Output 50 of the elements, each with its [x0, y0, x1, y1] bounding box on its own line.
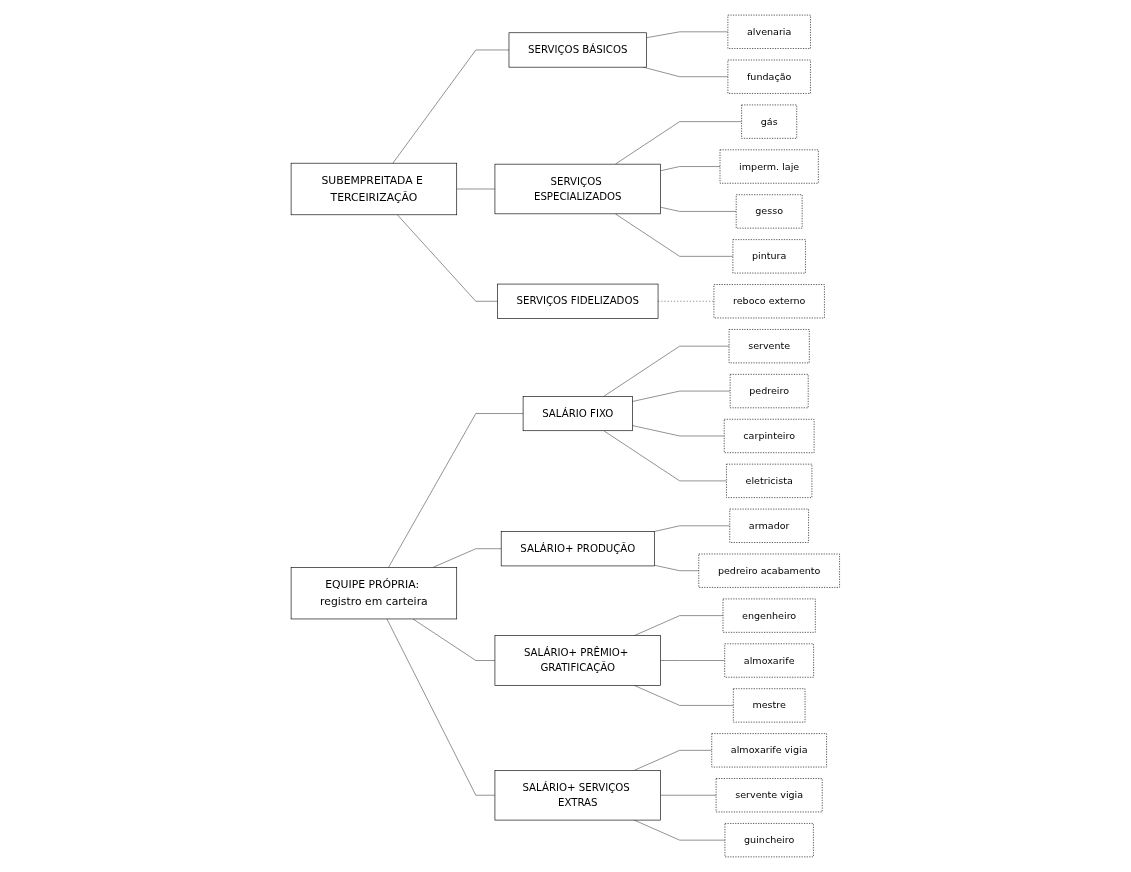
node-box: servente vigia — [715, 778, 823, 813]
node-box: pedreiro — [729, 374, 809, 409]
connector — [660, 206, 737, 212]
node-box: fundação — [727, 59, 811, 94]
node-box: SALÁRIO FIXO — [522, 396, 633, 432]
node-box: EQUIPE PRÓPRIA: registro em carteira — [290, 567, 458, 620]
connector — [615, 121, 743, 165]
node-box: SERVIÇOS FIDELIZADOS — [497, 283, 659, 319]
node-box: SALÁRIO+ PRODUÇÃO — [501, 531, 655, 567]
node-box: servente — [728, 329, 810, 364]
node-box: SERVIÇOS BÁSICOS — [508, 32, 647, 68]
connector — [654, 525, 731, 532]
connector — [646, 31, 729, 39]
node-box: mestre — [733, 688, 806, 723]
connector — [654, 564, 700, 572]
node-box: SERVIÇOS ESPECIALIZADOS — [494, 163, 662, 215]
node-box: eletricista — [726, 463, 813, 498]
connector — [643, 66, 729, 78]
node-box: pintura — [732, 239, 806, 274]
connector — [432, 548, 502, 568]
connector — [386, 618, 496, 796]
node-box: almoxarife — [724, 643, 815, 678]
connector — [412, 618, 496, 661]
connector — [660, 660, 726, 661]
node-box: armador — [729, 508, 810, 543]
node-box: engenheiro — [722, 598, 816, 633]
connector — [603, 430, 727, 482]
node-box: SALÁRIO+ PRÊMIO+ GRATIFICAÇÃO — [494, 635, 662, 686]
connector — [603, 345, 730, 397]
connector — [633, 750, 713, 771]
connector — [660, 794, 717, 796]
node-box: reboco externo — [713, 284, 825, 319]
connector — [388, 413, 524, 568]
connector — [632, 425, 725, 437]
node-box: guincheiro — [724, 823, 814, 858]
connector — [456, 188, 496, 190]
node-box: imperm. laje — [719, 149, 819, 184]
node-box: pedreiro acabamento — [698, 553, 841, 588]
node-box: gesso — [736, 194, 803, 229]
connector — [615, 213, 734, 257]
node-box: gás — [741, 104, 798, 139]
node-box: SUBEMPREITADA E TERCEIRIZAÇÃO — [290, 162, 458, 216]
connector — [397, 214, 498, 302]
node-box: almoxarife vigia — [711, 733, 828, 768]
connector — [660, 166, 721, 172]
node-box: carpinteiro — [724, 418, 815, 454]
node-box: alvenaria — [727, 14, 811, 49]
node-box: SALÁRIO+ SERVIÇOS EXTRAS — [494, 770, 662, 821]
connector — [632, 390, 731, 402]
connector — [392, 49, 510, 164]
